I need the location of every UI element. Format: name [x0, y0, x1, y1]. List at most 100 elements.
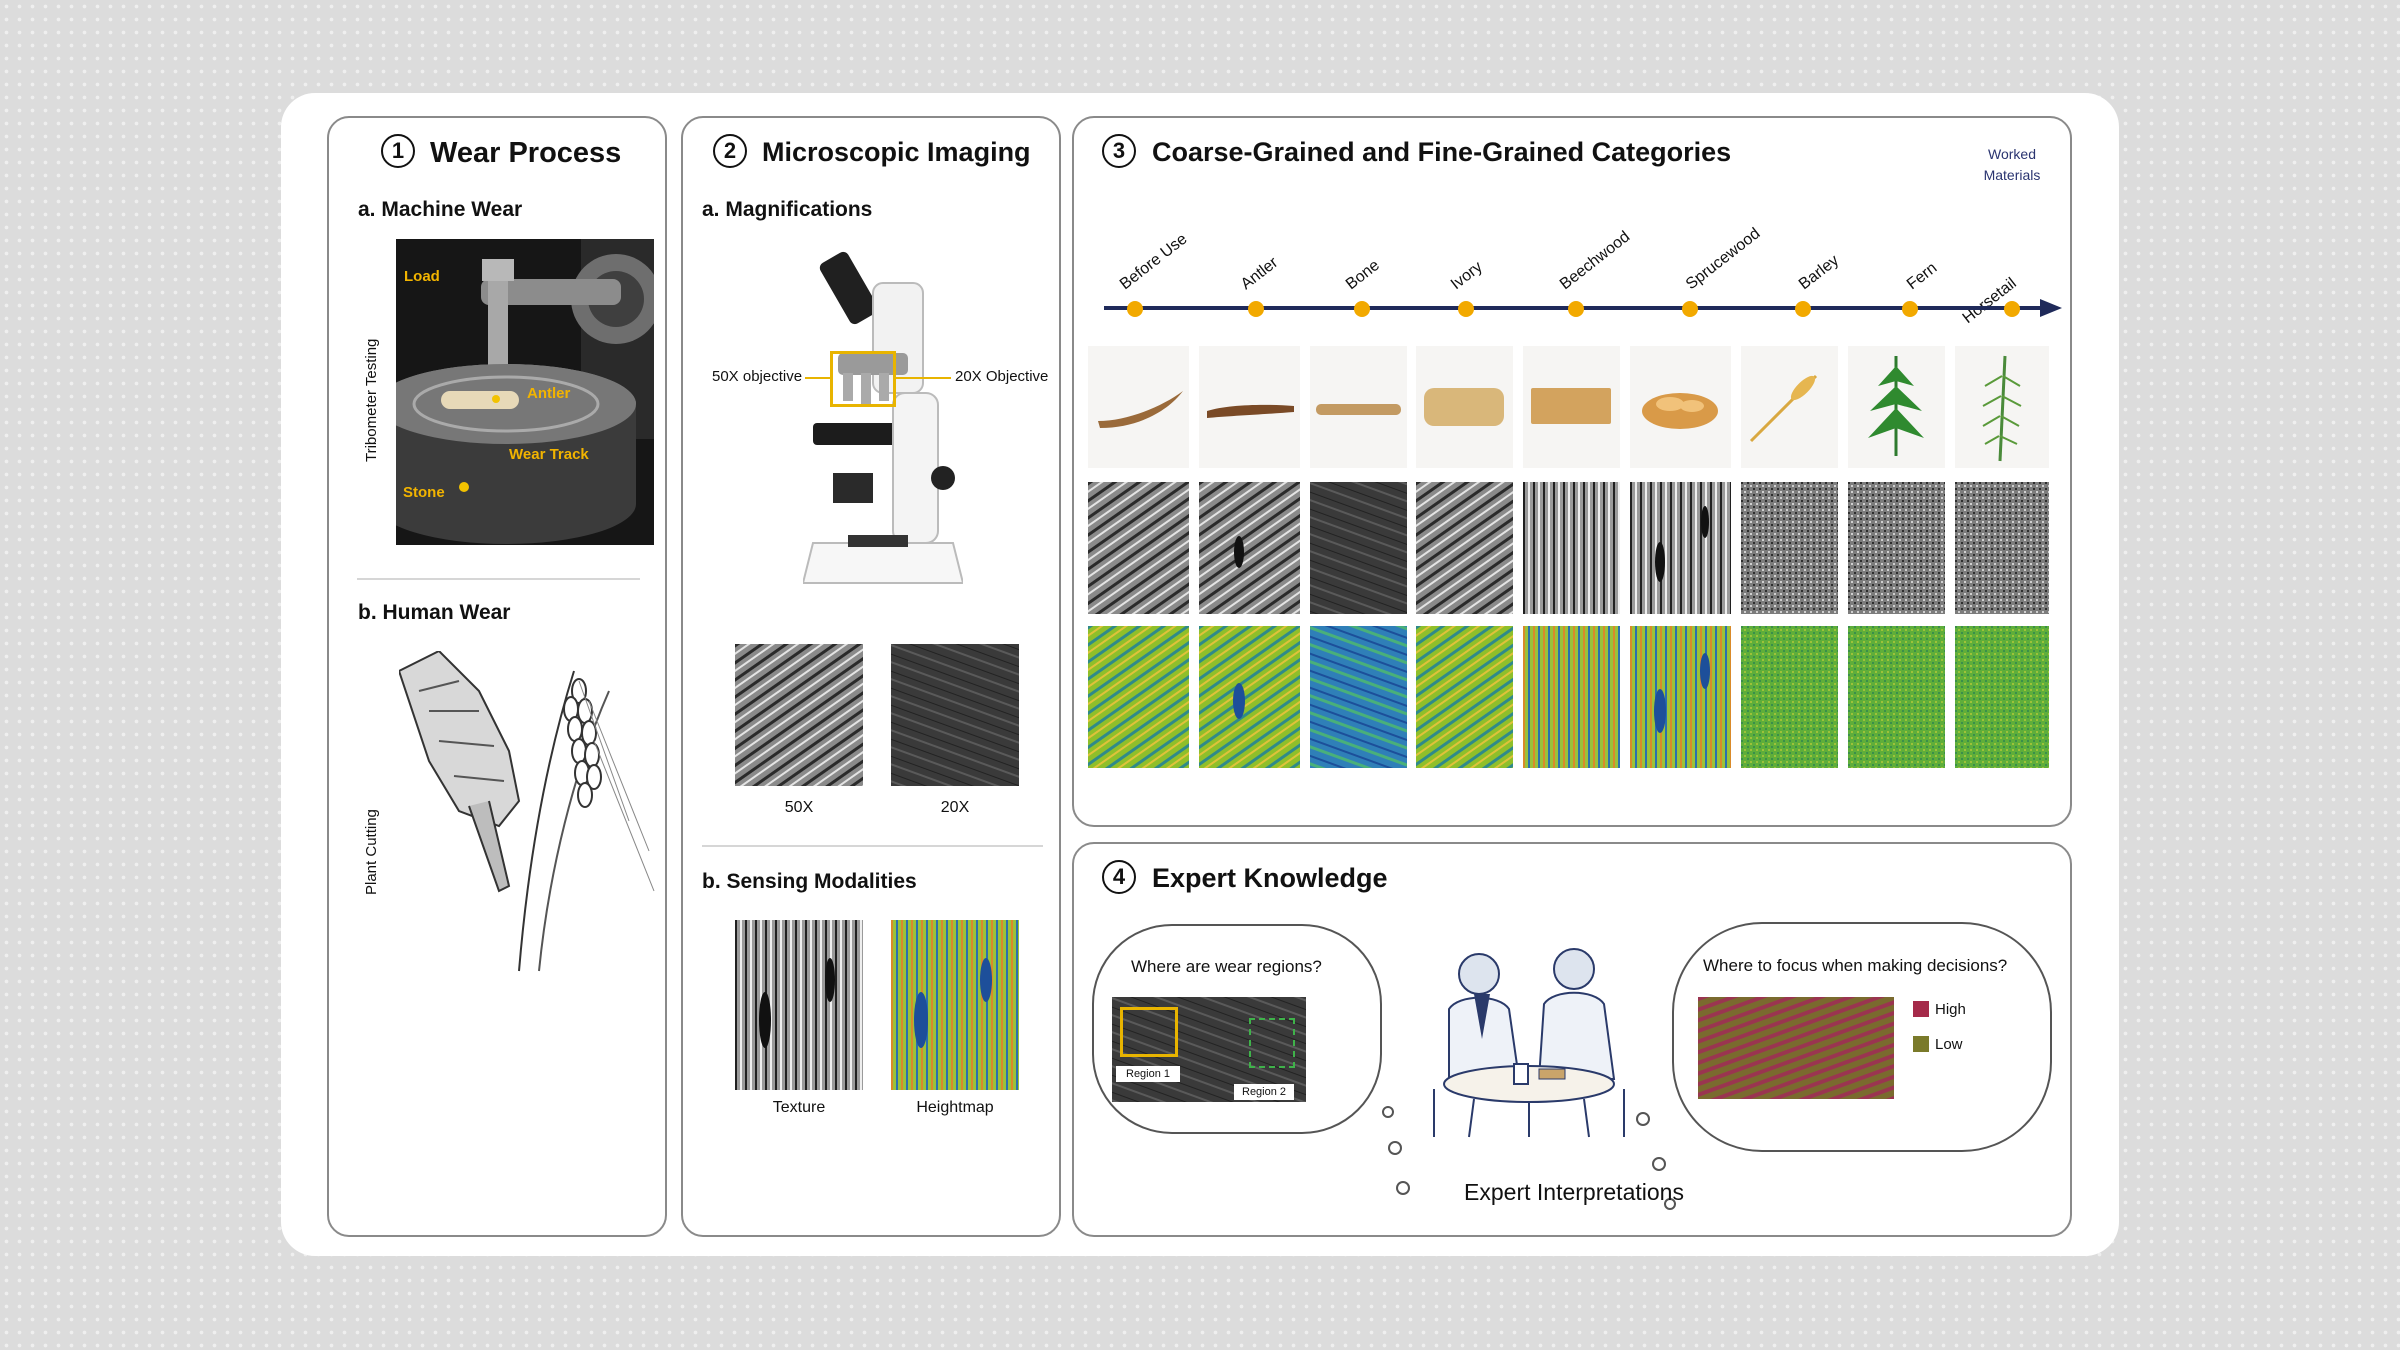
- region1-label: Region 1: [1116, 1066, 1181, 1082]
- panel-number: 1: [381, 134, 415, 168]
- heightmap-bone: [1310, 626, 1407, 768]
- panel-number: 3: [1102, 134, 1136, 168]
- thought-bubble: [1652, 1157, 1666, 1171]
- timeline-dot: [1682, 301, 1698, 317]
- material-photo-before-use: [1088, 346, 1189, 468]
- category-label: Ivory: [1447, 258, 1486, 294]
- panel-title: Expert Knowledge: [1152, 863, 1388, 893]
- texture-image: [735, 920, 863, 1090]
- material-photo-barley: [1741, 346, 1838, 468]
- timeline-dot: [1795, 301, 1811, 317]
- timeline-dot: [1902, 301, 1918, 317]
- material-photo-horsetail: [1955, 346, 2049, 468]
- panel-title: Wear Process: [430, 137, 622, 169]
- heightmap-ivory: [1416, 626, 1513, 768]
- heightmap-barley: [1741, 626, 1838, 768]
- timeline-dot: [1458, 301, 1474, 317]
- category-label: Bone: [1342, 256, 1383, 294]
- section-sensing-modalities: b. Sensing Modalities: [702, 870, 917, 893]
- label-antler: Antler: [527, 385, 571, 402]
- worked-materials-label-line2: Materials: [1983, 167, 2041, 183]
- timeline-dot: [1354, 301, 1370, 317]
- panel-number: 2: [713, 134, 747, 168]
- section-machine-wear: a. Machine Wear: [358, 198, 523, 221]
- callout-line-50x: [805, 377, 831, 379]
- heightmap-image: [891, 920, 1019, 1090]
- heightmap-sprucewood: [1630, 626, 1731, 768]
- section-divider: [702, 845, 1043, 847]
- panel-title: Coarse-Grained and Fine-Grained Categori…: [1152, 137, 1732, 167]
- category-label: Antler: [1237, 254, 1282, 294]
- timeline-dot: [1248, 301, 1264, 317]
- sample-50x-image: [735, 644, 863, 786]
- timeline-dot: [1127, 301, 1143, 317]
- panel-microscopic-imaging: 2 Microscopic Imaging a. Magnifications …: [681, 116, 1061, 1237]
- heightmap-beechwood: [1523, 626, 1620, 768]
- tribometer-photo: [396, 239, 654, 545]
- category-label: Fern: [1903, 259, 1941, 294]
- panel-wear-process: 1 Wear Process a. Machine Wear Tribomete…: [327, 116, 667, 1237]
- label-stone: Stone: [403, 484, 445, 501]
- texture-fern: [1848, 482, 1945, 614]
- texture-antler: [1199, 482, 1300, 614]
- question-focus: Where to focus when making decisions?: [1703, 956, 2008, 975]
- panel-categories: 3 Coarse-Grained and Fine-Grained Catego…: [1072, 116, 2072, 827]
- heightmap-fern: [1848, 626, 1945, 768]
- label-20x-objective: 20X Objective: [955, 368, 1049, 385]
- material-photo-bone: [1310, 346, 1407, 468]
- legend-high-label: High: [1935, 1001, 1966, 1018]
- material-photo-antler: [1199, 346, 1300, 468]
- timeline-dot: [1568, 301, 1584, 317]
- texture-beechwood: [1523, 482, 1620, 614]
- section-human-wear: b. Human Wear: [358, 601, 511, 624]
- texture-bone: [1310, 482, 1407, 614]
- question-wear-regions: Where are wear regions?: [1131, 957, 1322, 976]
- caption-20x: 20X: [940, 799, 970, 816]
- label-load: Load: [404, 268, 440, 285]
- plant-cutting-label: Plant Cutting: [363, 809, 380, 895]
- panel-title: Microscopic Imaging: [762, 137, 1031, 167]
- figure-card: 1 Wear Process a. Machine Wear Tribomete…: [281, 93, 2119, 1256]
- experts-discussion-illustration: [1433, 948, 1625, 1138]
- legend-low-swatch: [1913, 1036, 1929, 1052]
- heightmap-before-use: [1088, 626, 1189, 768]
- region1-box: [1120, 1007, 1178, 1057]
- caption-50x: 50X: [784, 799, 814, 816]
- label-50x-objective: 50X objective: [712, 368, 803, 385]
- texture-before-use: [1088, 482, 1189, 614]
- thought-bubble: [1636, 1112, 1650, 1126]
- material-photo-beechwood: [1523, 346, 1620, 468]
- category-label: Before Use: [1116, 230, 1191, 294]
- tribometer-label: Tribometer Testing: [363, 338, 380, 462]
- attention-heatmap: [1698, 997, 1894, 1099]
- callout-line-20x: [895, 377, 951, 379]
- caption-texture: Texture: [772, 1099, 826, 1116]
- thought-bubble: [1388, 1141, 1402, 1155]
- texture-horsetail: [1955, 482, 2049, 614]
- sample-20x-image: [891, 644, 1019, 786]
- category-label: Barley: [1795, 251, 1843, 294]
- microscope-illustration: [803, 251, 963, 584]
- timeline-dot: [2004, 301, 2020, 317]
- section-divider: [357, 578, 640, 580]
- texture-ivory: [1416, 482, 1513, 614]
- texture-sprucewood: [1630, 482, 1731, 614]
- material-photo-sprucewood: [1630, 346, 1731, 468]
- legend-low-label: Low: [1935, 1036, 1963, 1053]
- expert-interpretations-caption: Expert Interpretations: [1464, 1179, 1684, 1205]
- heightmap-antler: [1199, 626, 1300, 768]
- texture-barley: [1741, 482, 1838, 614]
- thought-bubble: [1382, 1106, 1394, 1118]
- panel-number: 4: [1102, 860, 1136, 894]
- material-photo-fern: [1848, 346, 1945, 468]
- material-photo-ivory: [1416, 346, 1513, 468]
- region2-label: Region 2: [1234, 1084, 1295, 1100]
- panel-expert-knowledge: 4 Expert Knowledge Where are wear region…: [1072, 842, 2072, 1237]
- worked-materials-label-line1: Worked: [1988, 146, 2036, 162]
- plant-cutting-illustration: [399, 651, 659, 981]
- category-label: Sprucewood: [1682, 225, 1764, 294]
- objective-highlight-box: [830, 351, 896, 407]
- thought-bubble: [1396, 1181, 1410, 1195]
- caption-heightmap: Heightmap: [916, 1099, 994, 1116]
- legend-high-swatch: [1913, 1001, 1929, 1017]
